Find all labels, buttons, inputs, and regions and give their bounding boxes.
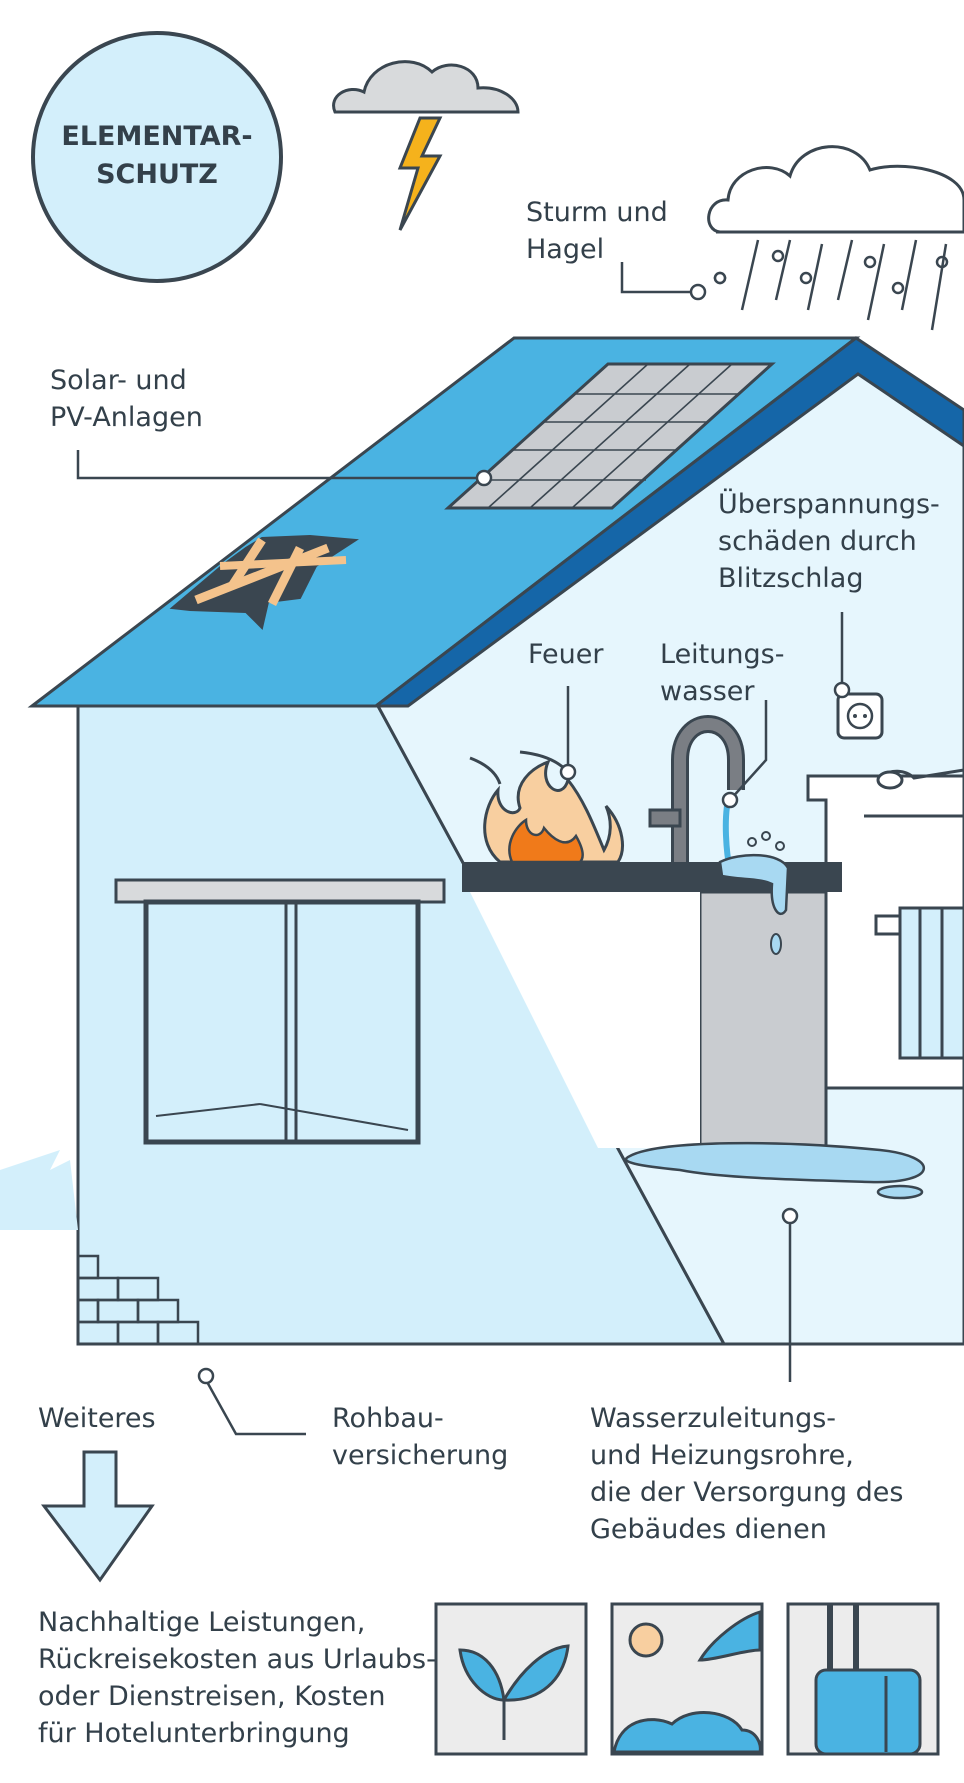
plug-icon: [876, 768, 964, 790]
faucet-icon: [648, 715, 790, 955]
suitcase-icon: [786, 1602, 940, 1756]
solar-panel-icon: [444, 362, 776, 510]
roof-edge: [371, 336, 964, 708]
raincloud-icon: [707, 145, 964, 331]
badge-label: ELEMENTAR- SCHUTZ: [61, 121, 253, 190]
bricks-icon: [76, 1254, 200, 1346]
plant-icon: [434, 1602, 588, 1756]
elementar-badge: [31, 31, 283, 283]
label-water-pipes: Wasserzuleitungs- und Heizungsrohre, die…: [590, 1403, 904, 1545]
label-solar: Solar- und PV-Anlagen: [50, 365, 203, 433]
leader-lines: [76, 262, 851, 1436]
fire-icon: [469, 750, 624, 864]
label-extras: Nachhaltige Leistungen, Rückreisekosten …: [38, 1607, 436, 1749]
roof-damage-icon: [169, 534, 359, 630]
label-fire: Feuer: [528, 639, 604, 670]
power-socket-icon: [836, 692, 884, 740]
water-puddle-icon: [624, 1141, 925, 1184]
radiator-icon: [874, 906, 964, 1060]
label-surge: Überspannungs- schäden durch Blitzschlag: [718, 489, 940, 594]
label-shell: Rohbau- versicherung: [332, 1403, 509, 1471]
thundercloud-icon: [332, 60, 520, 231]
background-splash: [0, 1150, 78, 1230]
vacation-icon: [610, 1602, 764, 1756]
label-pipe-water: Leitungs- wasser: [660, 639, 785, 707]
label-storm: Sturm und Hagel: [526, 197, 668, 265]
arrow-down-icon: [40, 1450, 155, 1583]
label-further: Weiteres: [38, 1403, 156, 1434]
sink-cabinet: [698, 890, 828, 1150]
window: [114, 878, 446, 1145]
